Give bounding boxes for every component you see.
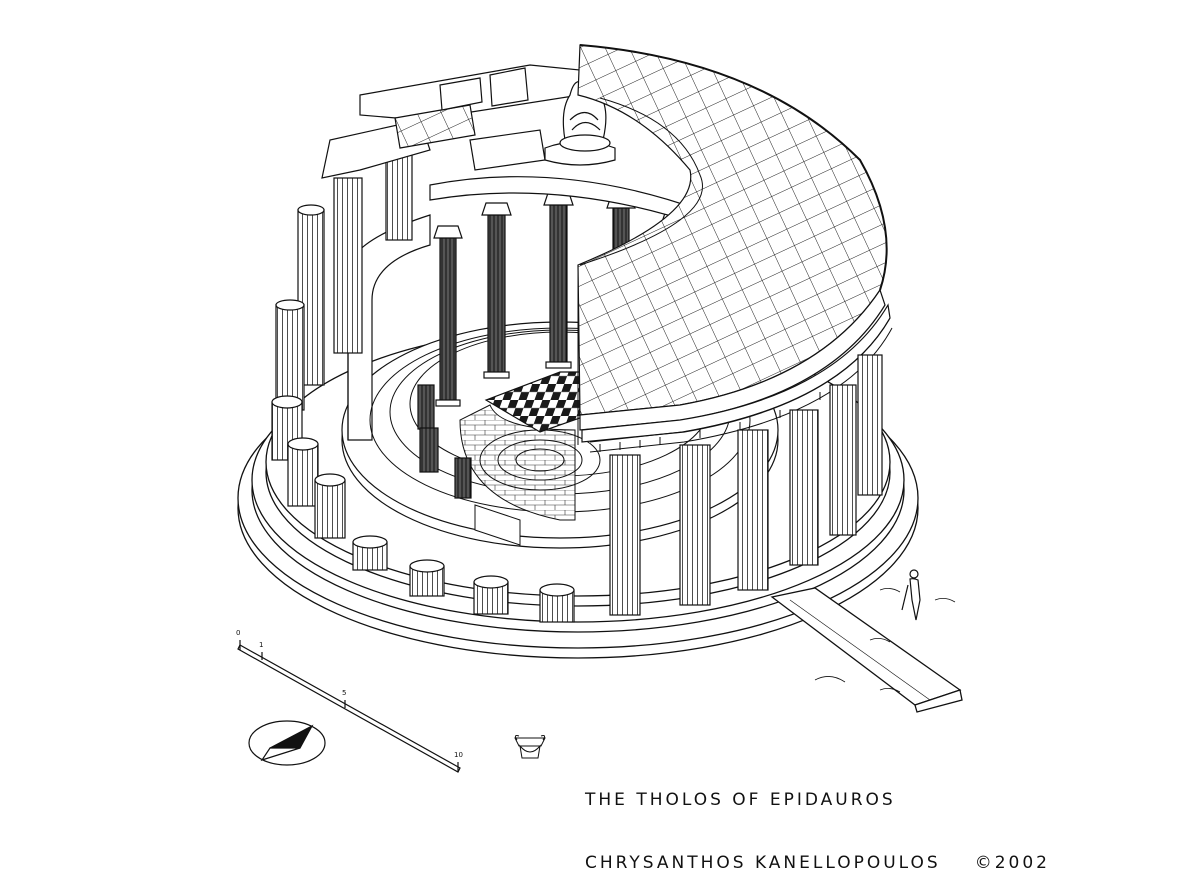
labyrinth-foundation (459, 404, 601, 546)
outer-columns-right (609, 354, 883, 616)
copyright-year: ©2002 (974, 853, 1050, 873)
scale-label-0: 0 (236, 629, 241, 637)
frieze (589, 317, 893, 453)
north-arrow-icon (248, 720, 326, 766)
scale-label-5: 5 (342, 689, 347, 697)
drawing-title: THE THOLOS OF EPIDAUROS (585, 790, 896, 810)
scale-bar (237, 640, 461, 773)
author-name: CHRYSANTHOS KANELLOPOULOS (585, 853, 941, 873)
scale-label-10: 10 (454, 751, 463, 759)
tholos-drawing (237, 44, 963, 773)
tiled-roof (577, 44, 891, 445)
outer-columns-left (271, 149, 575, 623)
capital-icon (514, 735, 546, 759)
entablature-fragments (321, 64, 701, 226)
caption: THE THOLOS OF EPIDAUROS CHRYSANTHOS KANE… (585, 748, 1050, 895)
scale-label-1: 1 (259, 641, 264, 649)
human-figure-icon (814, 569, 956, 693)
entrance-ramp (770, 587, 963, 713)
credit-line: CHRYSANTHOS KANELLOPOULOS ©2002 (585, 853, 1050, 874)
